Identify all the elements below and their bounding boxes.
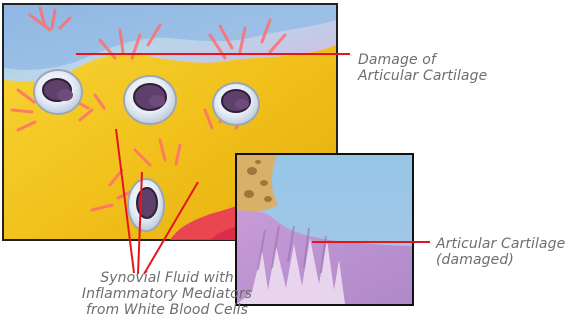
white-blood-cell-icon — [128, 179, 164, 231]
synovial-label-line-1: Synovial Fluid with — [52, 270, 282, 286]
white-blood-cell-icon — [34, 70, 82, 114]
articular-cartilage-damaged-label: Articular Cartilage (damaged) — [436, 236, 565, 268]
damage-label-line-2: Articular Cartilage — [358, 68, 487, 84]
synovial-label-line-2: Inflammatory Mediators — [52, 286, 282, 302]
articular-label-line-2: (damaged) — [436, 252, 565, 268]
white-blood-cell-icon — [213, 83, 259, 125]
damage-of-articular-cartilage-label: Damage of Articular Cartilage — [358, 52, 487, 84]
synovial-label-line-3: from White Blood Cells — [52, 302, 282, 318]
synovial-fluid-label: Synovial Fluid with Inflammatory Mediato… — [52, 270, 282, 318]
white-blood-cell-icon — [124, 76, 176, 124]
articular-label-line-1: Articular Cartilage — [436, 236, 565, 252]
damage-label-line-1: Damage of — [358, 52, 487, 68]
